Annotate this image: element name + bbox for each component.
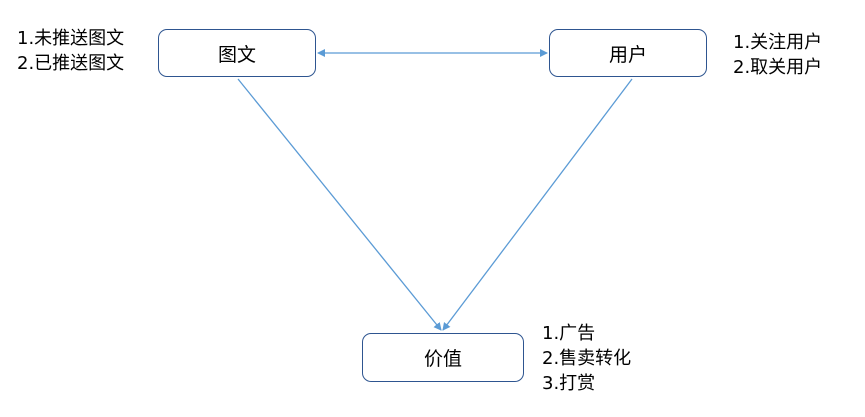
user-notes: 1.关注用户 2.取关用户: [733, 30, 822, 80]
edge-user-value: [442, 78, 633, 331]
node-user: 用户: [549, 29, 707, 77]
node-content: 图文: [158, 29, 316, 77]
node-value: 价值: [362, 333, 524, 382]
value-note-item: 3.打赏: [542, 373, 596, 394]
content-note-item: 2.已推送图文: [17, 53, 125, 74]
content-note-item: 1.未推送图文: [17, 28, 125, 49]
content-notes: 1.未推送图文 2.已推送图文: [17, 26, 124, 76]
node-value-label: 价值: [423, 348, 462, 370]
edge-content-value: [237, 78, 442, 331]
value-notes: 1.广告 2.售卖转化 3.打赏: [542, 321, 631, 396]
user-note-item: 2.取关用户: [733, 57, 823, 78]
node-content-label: 图文: [217, 43, 256, 66]
user-note-item: 1.关注用户: [733, 32, 823, 53]
node-user-label: 用户: [608, 43, 647, 66]
value-note-item: 1.广告: [542, 323, 596, 344]
value-note-item: 2.售卖转化: [542, 348, 632, 369]
